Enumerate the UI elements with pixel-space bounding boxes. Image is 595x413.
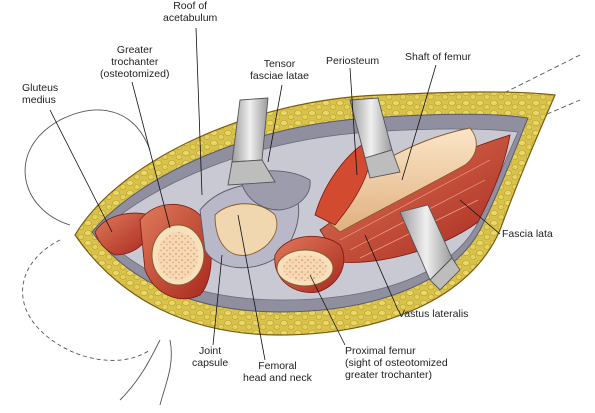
greater-trochanter-fragment	[139, 203, 212, 300]
label-periosteum: Periosteum	[326, 55, 380, 67]
femoral-head-neck	[214, 203, 278, 256]
retractor-lower-right	[399, 204, 461, 291]
label-fascia-lata: Fascia lata	[502, 228, 553, 240]
body-outline	[22, 54, 581, 406]
label-shaft-of-femur: Shaft of femur	[405, 51, 471, 63]
leader-lines	[49, 27, 501, 361]
proximal-femur-cut	[274, 235, 345, 294]
retractor-upper-right	[349, 97, 401, 179]
retractor-left	[227, 97, 276, 186]
label-vastus-lateralis: Vastus lateralis	[398, 308, 469, 320]
